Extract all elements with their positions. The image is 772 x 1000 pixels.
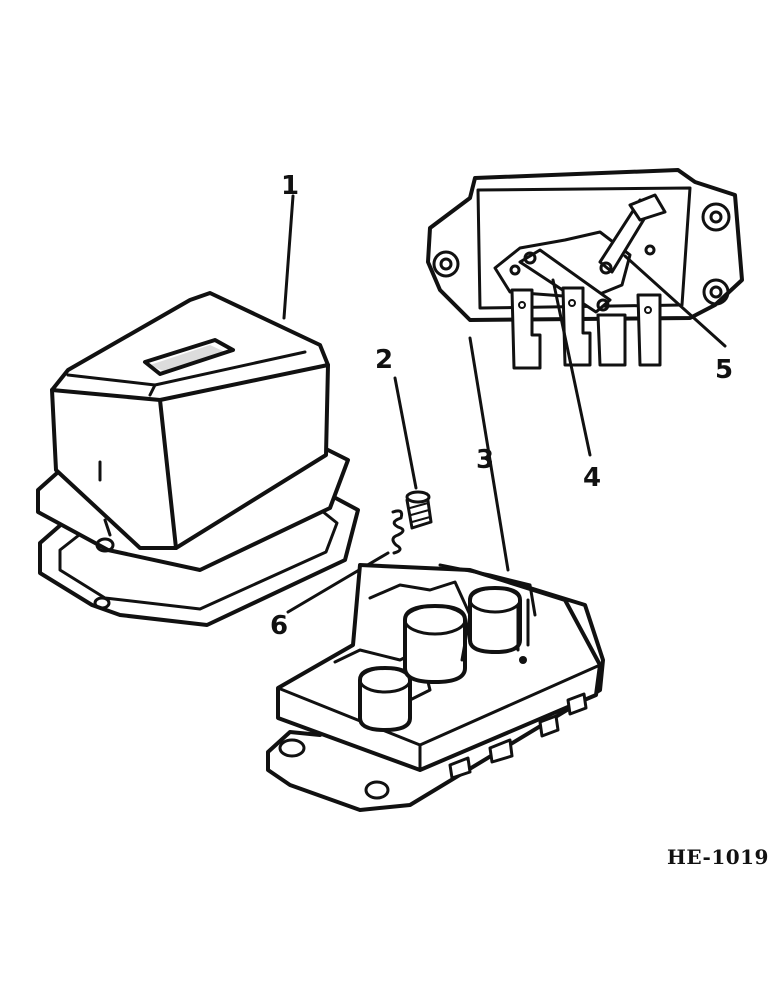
cover-part [36,291,360,627]
callout-label-6: 6 [270,611,288,641]
screw-part [405,490,433,530]
callout-label-4: 4 [583,463,601,493]
regulator-top-view [426,168,744,370]
drawing-code-label: HE-1019 [667,845,769,869]
regulator-base-part [266,563,605,812]
callout-label-1: 1 [281,171,299,201]
callout-label-3: 3 [476,445,494,475]
spring-part [391,509,405,555]
callout-label-5: 5 [715,355,733,385]
callout-label-2: 2 [375,345,393,375]
